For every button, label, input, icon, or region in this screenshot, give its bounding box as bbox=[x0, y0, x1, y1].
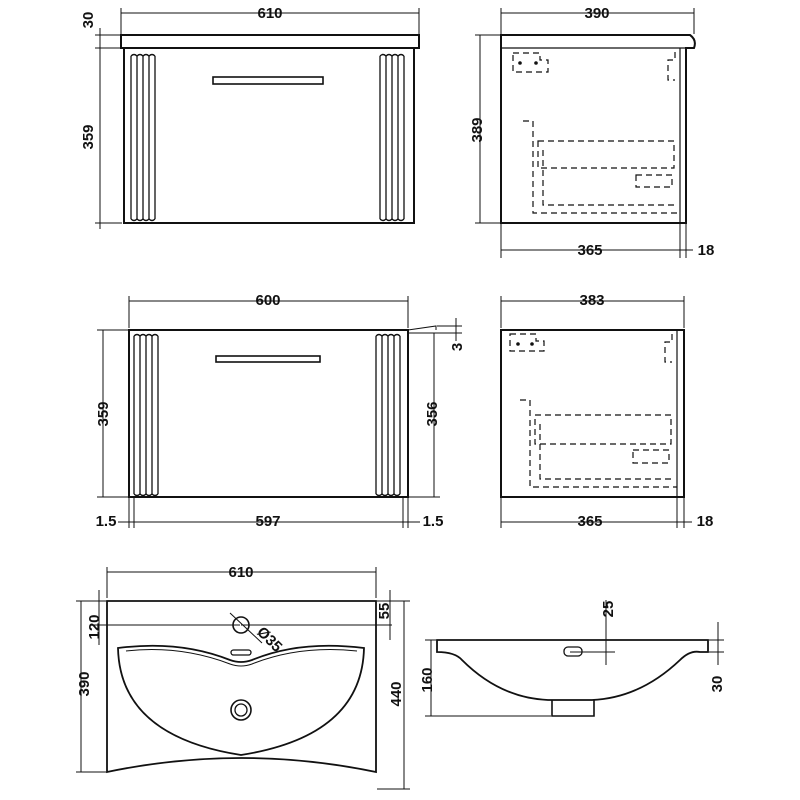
basin-section-view: 25 160 30 bbox=[419, 600, 726, 717]
cabinet-body bbox=[123, 47, 415, 224]
dim-overall-440: 440 bbox=[388, 681, 405, 706]
dim-rim-30: 30 bbox=[709, 676, 726, 693]
fluting-left bbox=[130, 53, 156, 222]
dim-depth-390: 390 bbox=[584, 5, 609, 22]
waste-outer bbox=[230, 699, 252, 721]
dim-height-359: 359 bbox=[80, 124, 97, 149]
dim-gap-3: 3 bbox=[449, 343, 466, 351]
fluting-right bbox=[379, 53, 405, 222]
dim-top-30: 30 bbox=[80, 12, 97, 29]
unit-fluting-left bbox=[133, 333, 159, 497]
front-view-unit: 600 359 356 3 1.5 597 1.5 bbox=[95, 292, 466, 530]
dim-body-365-b: 365 bbox=[577, 513, 602, 530]
dim-basin-depth-390: 390 bbox=[76, 671, 93, 696]
basin-top-slab bbox=[120, 34, 420, 49]
basin-section-outline bbox=[436, 639, 709, 701]
front-view-with-top: 610 30 359 bbox=[80, 5, 420, 229]
dim-body-365: 365 bbox=[577, 242, 602, 259]
waste-outlet bbox=[551, 700, 595, 717]
dim-height-356-right: 356 bbox=[424, 401, 441, 426]
drawer-handle bbox=[212, 76, 324, 85]
dim-door-597: 597 bbox=[255, 513, 280, 530]
side-outline bbox=[500, 34, 696, 224]
unit-drawer-handle bbox=[215, 355, 321, 363]
basin-plan-view: Ø35 610 120 390 55 440 bbox=[76, 564, 410, 790]
dim-right-1-5: 1.5 bbox=[423, 513, 444, 530]
unit-side-outline bbox=[500, 329, 685, 498]
overflow-slot bbox=[230, 649, 252, 656]
basin-bowl bbox=[117, 644, 365, 756]
dim-door-18: 18 bbox=[698, 242, 715, 259]
basin-plan-outline bbox=[106, 600, 377, 774]
dim-height-389: 389 bbox=[469, 117, 486, 142]
dim-depth-160: 160 bbox=[419, 667, 436, 692]
dim-door-18-b: 18 bbox=[697, 513, 714, 530]
side-view-unit: 383 365 18 bbox=[500, 292, 714, 530]
unit-body bbox=[128, 329, 409, 498]
dim-width-600: 600 bbox=[255, 292, 280, 309]
dim-left-1-5: 1.5 bbox=[96, 513, 117, 530]
dim-tap-offset-120: 120 bbox=[86, 614, 103, 639]
unit-fluting-right bbox=[375, 333, 401, 497]
dim-height-359-left: 359 bbox=[95, 401, 112, 426]
dim-side-55: 55 bbox=[376, 603, 393, 620]
waste-inner bbox=[234, 703, 248, 717]
dim-width-610: 610 bbox=[257, 5, 282, 22]
dim-overflow-25: 25 bbox=[600, 601, 617, 618]
side-view-with-top: 390 389 365 18 bbox=[469, 5, 714, 259]
dim-depth-383: 383 bbox=[579, 292, 604, 309]
dim-basin-width-610: 610 bbox=[228, 564, 253, 581]
